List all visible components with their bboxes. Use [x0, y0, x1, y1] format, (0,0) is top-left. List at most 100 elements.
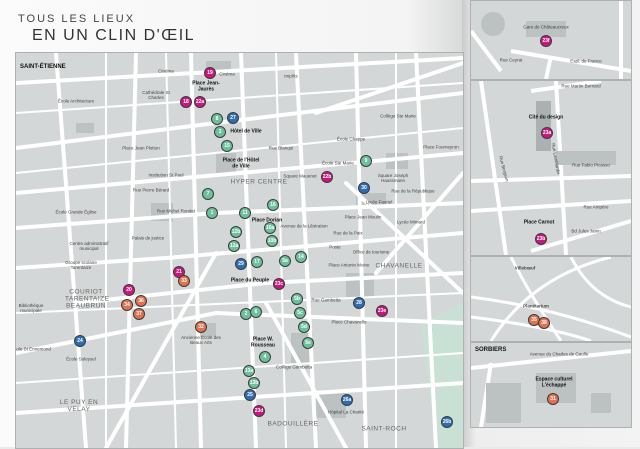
district-label: Villebœuf — [514, 265, 536, 271]
map-marker[interactable]: 4 — [259, 351, 271, 363]
street-label: Rue Michel Rondet — [156, 208, 196, 214]
street-label: Avenue de la Libération — [280, 223, 328, 229]
poi-label: Hôpital La Charité — [327, 409, 365, 415]
map-marker[interactable]: 5b — [291, 293, 303, 305]
map-marker[interactable]: 32 — [195, 321, 207, 333]
poi-label: Collège Gambetta — [275, 364, 313, 370]
place-label: Place Jean-Jaurès — [192, 80, 220, 92]
inset-design[interactable]: Cité du design Place Carnot Rue Martin B… — [470, 80, 632, 256]
district-label: SAINT-ROCH — [361, 425, 407, 433]
poi-label: Poste — [329, 244, 341, 250]
station-label: Gare de Châteaucreux — [523, 24, 569, 30]
map-marker[interactable]: 27 — [227, 112, 239, 124]
place-label: Place de l'Hôtel de Ville — [222, 157, 260, 169]
map-marker[interactable]: 26b — [441, 416, 453, 428]
inset-sorbiers[interactable]: SORBIERS Avenue du Charles de Gaulle Esp… — [470, 342, 632, 428]
poi-label: Palais de justice — [131, 235, 165, 241]
poi-label: Office de tourisme — [352, 249, 390, 255]
map-marker[interactable]: 30 — [358, 182, 370, 194]
district-label: BADOUILLÈRE — [267, 420, 319, 428]
city-label: SAINT-ÉTIENNE — [20, 64, 66, 70]
place-label: Place W. Rousseau — [251, 336, 275, 348]
map-marker[interactable]: 11 — [239, 207, 251, 219]
poi-label: École Soleysel — [66, 356, 96, 362]
map-marker[interactable]: 18 — [180, 96, 192, 108]
map-marker[interactable]: 38 — [538, 317, 550, 329]
map-marker[interactable]: 23f — [540, 35, 552, 47]
map-marker[interactable]: 12b — [230, 226, 242, 238]
poi-label: École St Ennemond — [15, 346, 51, 352]
poi-label: École Ste Marie — [322, 160, 354, 166]
poi-label: Ancienne École des Beaux Arts — [181, 335, 221, 345]
street-label: Rue Fabio Picasso — [572, 162, 610, 168]
map-marker[interactable]: 33 — [178, 275, 190, 287]
district-label: LE PUY EN VELAY — [59, 398, 99, 413]
poi-label: Place Jean Plotton — [122, 145, 160, 151]
map-marker[interactable]: 15 — [221, 140, 233, 152]
street-label: Rue Pierre Bérard — [132, 187, 170, 193]
map-marker[interactable]: 5c — [294, 307, 306, 319]
map-marker[interactable]: 36 — [135, 295, 147, 307]
map-marker[interactable]: 10a — [264, 222, 276, 234]
poi-label: Square Mauenet — [283, 173, 317, 179]
map-marker[interactable]: 10b — [266, 235, 278, 247]
map-marker[interactable]: 34 — [121, 299, 133, 311]
poi-label: Cinéma — [158, 68, 174, 74]
map-marker[interactable]: 31 — [547, 393, 559, 405]
street-label: Rue Ceyrat — [499, 57, 523, 63]
street-label: Rue Martin Bernard — [561, 83, 601, 89]
map-marker[interactable]: 5a — [279, 255, 291, 267]
map-marker[interactable]: 37 — [133, 308, 145, 320]
map-marker[interactable]: 23e — [376, 305, 388, 317]
title-line-2: EN UN CLIN D'ŒIL — [32, 27, 196, 44]
map-marker[interactable]: 23d — [253, 405, 265, 417]
map-marker[interactable]: 26a — [341, 394, 353, 406]
map-marker[interactable]: 22b — [321, 171, 333, 183]
map-marker[interactable]: 28 — [353, 297, 365, 309]
place-label: Cité du design — [528, 114, 564, 121]
map-marker[interactable]: 1 — [206, 207, 218, 219]
street-label: Rue de la République — [391, 188, 435, 194]
map-marker[interactable]: 13a — [243, 365, 255, 377]
map-marker[interactable]: 20 — [123, 284, 135, 296]
map-marker[interactable]: 19 — [204, 67, 216, 79]
map-marker[interactable]: 24 — [74, 335, 86, 347]
street-label: Bd Jules Janin — [571, 228, 601, 234]
poi-label: Lycée Mimard — [396, 219, 426, 225]
poi-label: Place Fourneyron — [423, 144, 459, 150]
map-marker[interactable]: 23b — [535, 233, 547, 245]
map-marker[interactable]: 7 — [202, 188, 214, 200]
map-marker[interactable]: 17 — [251, 256, 263, 268]
map-marker[interactable]: 23a — [541, 127, 553, 139]
map-marker[interactable]: 3 — [214, 126, 226, 138]
poi-label: Place Antonin Moine — [328, 262, 370, 268]
map-marker[interactable]: 25 — [244, 389, 256, 401]
poi-label: École Grande Église — [55, 209, 97, 215]
street-label: Rue Gambetta — [311, 297, 341, 303]
district-label: CHAVANELLE — [375, 262, 423, 270]
inset-chateaucreux[interactable]: Gare de Châteaucreux Rue Ceyrat Espl. de… — [470, 0, 632, 80]
poi-label: École Chappe — [336, 136, 366, 142]
map-marker[interactable]: 6 — [250, 306, 262, 318]
poi-label: Espace culturel L'échappé — [535, 376, 573, 388]
poi-label: Groupe scolaire Tarentaize — [65, 260, 97, 270]
map-marker[interactable]: 12a — [228, 240, 240, 252]
place-label: Hôtel de Ville — [230, 128, 262, 135]
street-label: Rue Ampère — [583, 204, 609, 210]
map-marker[interactable]: 8 — [211, 113, 223, 125]
map-marker[interactable]: 14 — [295, 251, 307, 263]
map-marker[interactable]: 22a — [194, 96, 206, 108]
inset-planetarium[interactable]: Villebœuf Planétarium 35 38 — [470, 256, 632, 342]
place-label: Place Carnot — [523, 219, 555, 226]
map-marker[interactable]: 5e — [302, 337, 314, 349]
map-marker[interactable]: 9 — [360, 155, 372, 167]
poi-label: Centre administratif municipal — [69, 241, 109, 251]
map-marker[interactable]: 16 — [267, 199, 279, 211]
poi-label: Place Chavanelle — [331, 319, 367, 325]
map-marker[interactable]: 23c — [273, 278, 285, 290]
map-marker[interactable]: 29 — [235, 258, 247, 270]
district-label: HYPER CENTRE — [230, 178, 288, 186]
map-marker[interactable]: 13b — [248, 377, 260, 389]
map-marker[interactable]: 5d — [298, 321, 310, 333]
